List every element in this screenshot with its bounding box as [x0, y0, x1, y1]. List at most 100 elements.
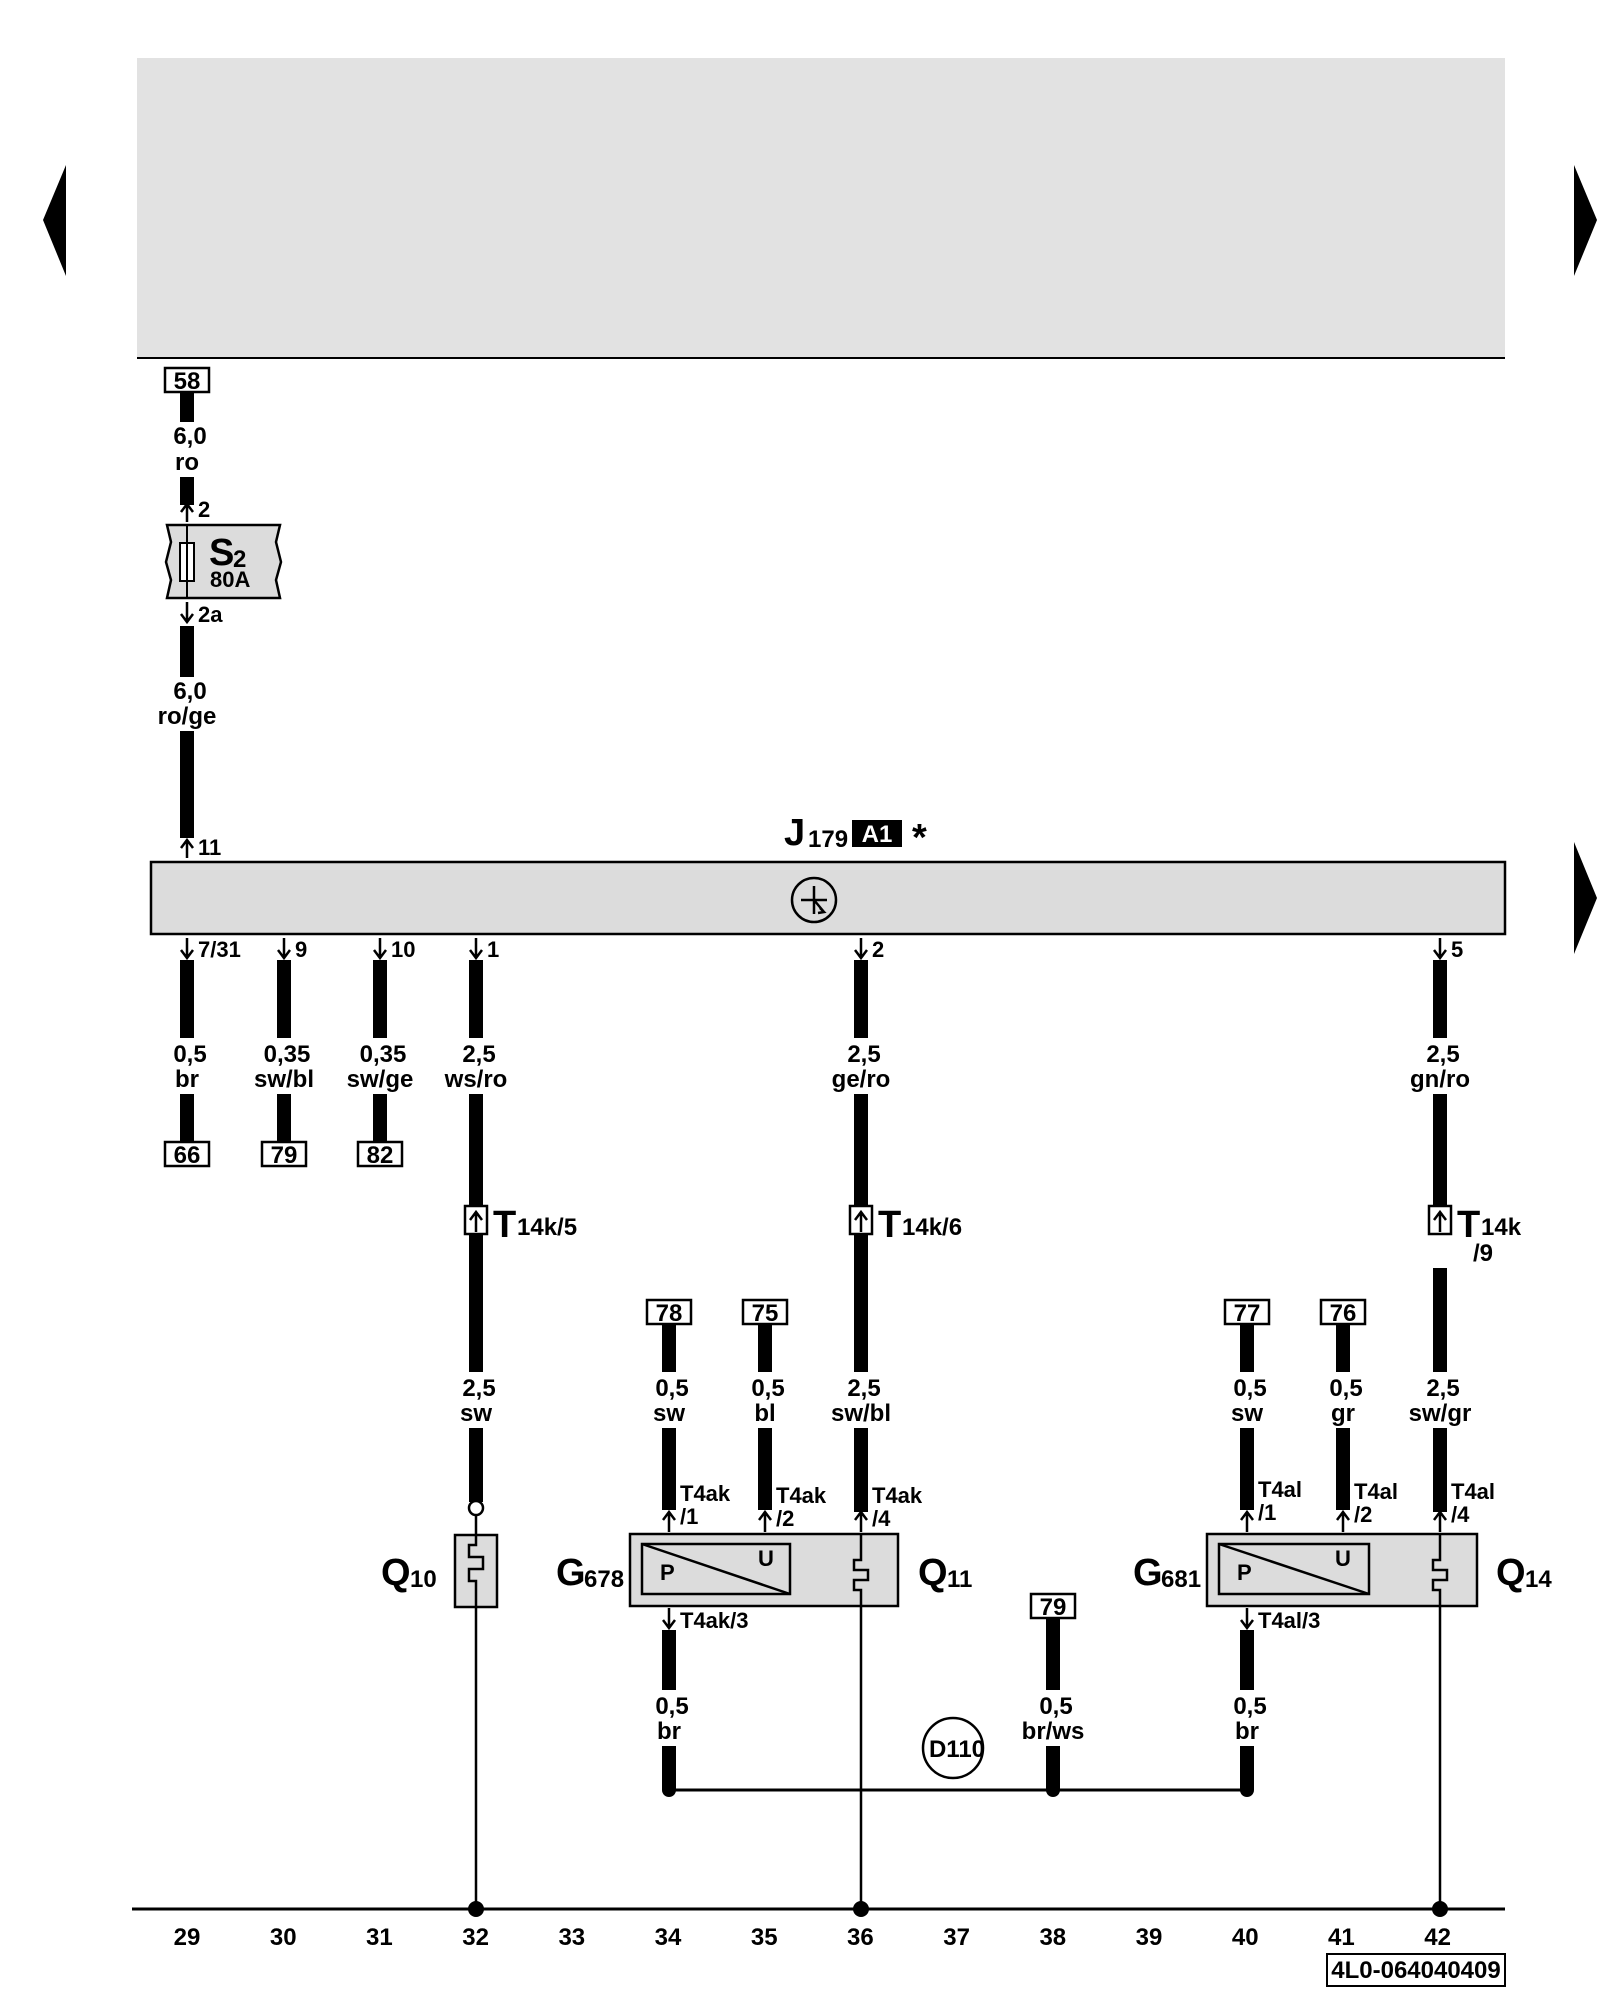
wire-75-size: 0,5: [751, 1375, 784, 1402]
g678-p: P: [660, 1560, 675, 1585]
wire-1-size2: 2,5: [462, 1375, 495, 1402]
q10-id: Q: [381, 1552, 411, 1594]
column-number: 33: [558, 1924, 585, 1951]
column-number: 39: [1136, 1924, 1163, 1951]
ref-box-82: [356, 1140, 404, 1168]
wire-fuse-out-color: ro/ge: [158, 703, 217, 730]
module-star: *: [912, 817, 927, 859]
g678-u: U: [758, 1546, 774, 1571]
column-number: 42: [1424, 1924, 1451, 1951]
wire-66-size: 0,5: [173, 1041, 206, 1068]
column-number: 41: [1328, 1924, 1355, 1951]
ref-box-79b: [1029, 1592, 1077, 1620]
module-pins-out: [180, 938, 1447, 961]
column-number: 40: [1232, 1924, 1259, 1951]
wire-1-size: 2,5: [462, 1041, 495, 1068]
ref-79a: 79: [271, 1142, 298, 1169]
column-number: 32: [462, 1924, 489, 1951]
pin-1: 1: [487, 937, 499, 962]
q10-terminal: [467, 1499, 485, 1517]
ref-66: 66: [174, 1142, 201, 1169]
header-panel: [137, 58, 1505, 358]
wire-78-color: sw: [653, 1400, 685, 1427]
pin-1-arrow-icon: [469, 938, 483, 961]
g681-pin4: T4al: [1451, 1479, 1495, 1504]
ref-78: 78: [656, 1300, 683, 1327]
g678-id: G: [556, 1552, 586, 1594]
g681-id: G: [1133, 1552, 1163, 1594]
ref-79b: 79: [1040, 1594, 1067, 1621]
g678-pin3-arrow-icon: [662, 1608, 676, 1631]
wire-76-size: 0,5: [1329, 1375, 1362, 1402]
wire-2-color2: sw/bl: [831, 1400, 891, 1427]
connector-t14k5-arrow-icon: [469, 1209, 483, 1232]
bus-node-42: [1432, 1901, 1448, 1917]
column-number: 38: [1039, 1924, 1066, 1951]
module-sub: 179: [808, 826, 848, 853]
wire-2-size2: 2,5: [847, 1375, 880, 1402]
next-page-arrow-icon[interactable]: [1574, 165, 1597, 276]
wire-82-size: 0,35: [360, 1041, 407, 1068]
conn-t14k9-sub2: /9: [1473, 1240, 1493, 1267]
ref-82: 82: [367, 1142, 394, 1169]
q11-sub: 11: [947, 1566, 972, 1593]
pin-2: 2: [872, 937, 884, 962]
module-j179-body: [149, 860, 1507, 936]
q14-id: Q: [1496, 1552, 1526, 1594]
connector-t14k6-arrow-icon: [854, 1209, 868, 1232]
fuse-pin-out-arrow-icon: [180, 602, 194, 625]
ref-58: 58: [174, 368, 201, 395]
ref-box-79a: [260, 1140, 308, 1168]
splice-d110-icon: [921, 1716, 985, 1780]
fuse-pin-in-arrow-icon: [180, 501, 194, 522]
g681-pin2-arrow-icon: [1336, 1509, 1350, 1532]
splice-d110: D110: [929, 1736, 985, 1763]
g678-pin3: T4ak/3: [680, 1608, 749, 1633]
next-page-arrow-icon-2[interactable]: [1574, 842, 1597, 954]
conn-t14k6-id: T: [878, 1204, 901, 1246]
wire-5-size: 2,5: [1426, 1041, 1459, 1068]
column-number: 31: [366, 1924, 393, 1951]
g681-pin1b: /1: [1258, 1500, 1276, 1525]
prev-page-arrow-icon[interactable]: [43, 165, 66, 276]
wire-2-color: ge/ro: [832, 1066, 891, 1093]
transistor-icon: [790, 876, 838, 924]
heater-q14-icon: [1431, 1534, 1449, 1907]
wire-fuse-out-size: 6,0: [173, 678, 206, 705]
ref-77: 77: [1234, 1300, 1261, 1327]
wire-58-size: 6,0: [173, 423, 206, 450]
wire-78-size: 0,5: [655, 1375, 688, 1402]
g678-pin4b: /4: [872, 1506, 891, 1531]
wire-g678-gnd-size: 0,5: [655, 1693, 688, 1720]
g681-u: U: [1335, 1546, 1351, 1571]
conn-t14k5-id: T: [493, 1204, 516, 1246]
g678-pin1b: /1: [680, 1504, 698, 1529]
pin-10: 10: [391, 937, 415, 962]
wire-1-color: ws/ro: [444, 1066, 508, 1093]
g681-pin4-arrow-icon: [1433, 1509, 1447, 1532]
pin-9-arrow-icon: [277, 938, 291, 961]
g681-pin2: T4al: [1354, 1479, 1398, 1504]
wire-5-size2: 2,5: [1426, 1375, 1459, 1402]
wire-77-size: 0,5: [1233, 1375, 1266, 1402]
q10-sub: 10: [410, 1566, 437, 1593]
g678-sub: 678: [584, 1566, 624, 1593]
wire-5-color2: sw/gr: [1409, 1400, 1472, 1427]
fuse-rating: 80A: [210, 567, 250, 592]
fuse-id: S: [209, 532, 234, 574]
wire-g678-gnd-color: br: [657, 1718, 681, 1745]
pin-5: 5: [1451, 937, 1463, 962]
conn-t14k9-id: T: [1457, 1204, 1480, 1246]
g681-pin1: T4al: [1258, 1477, 1302, 1502]
wire-79b-size: 0,5: [1039, 1693, 1072, 1720]
q11-id: Q: [918, 1552, 948, 1594]
doc-code-box: [1326, 1953, 1506, 1987]
ground-node-1: [662, 1783, 676, 1797]
g678-pin2: T4ak: [776, 1483, 827, 1508]
fuse-pin-in: 2: [198, 497, 210, 522]
g681-pin4b: /4: [1451, 1502, 1470, 1527]
column-number: 29: [174, 1924, 201, 1951]
pin-7-31: 7/31: [198, 937, 241, 962]
